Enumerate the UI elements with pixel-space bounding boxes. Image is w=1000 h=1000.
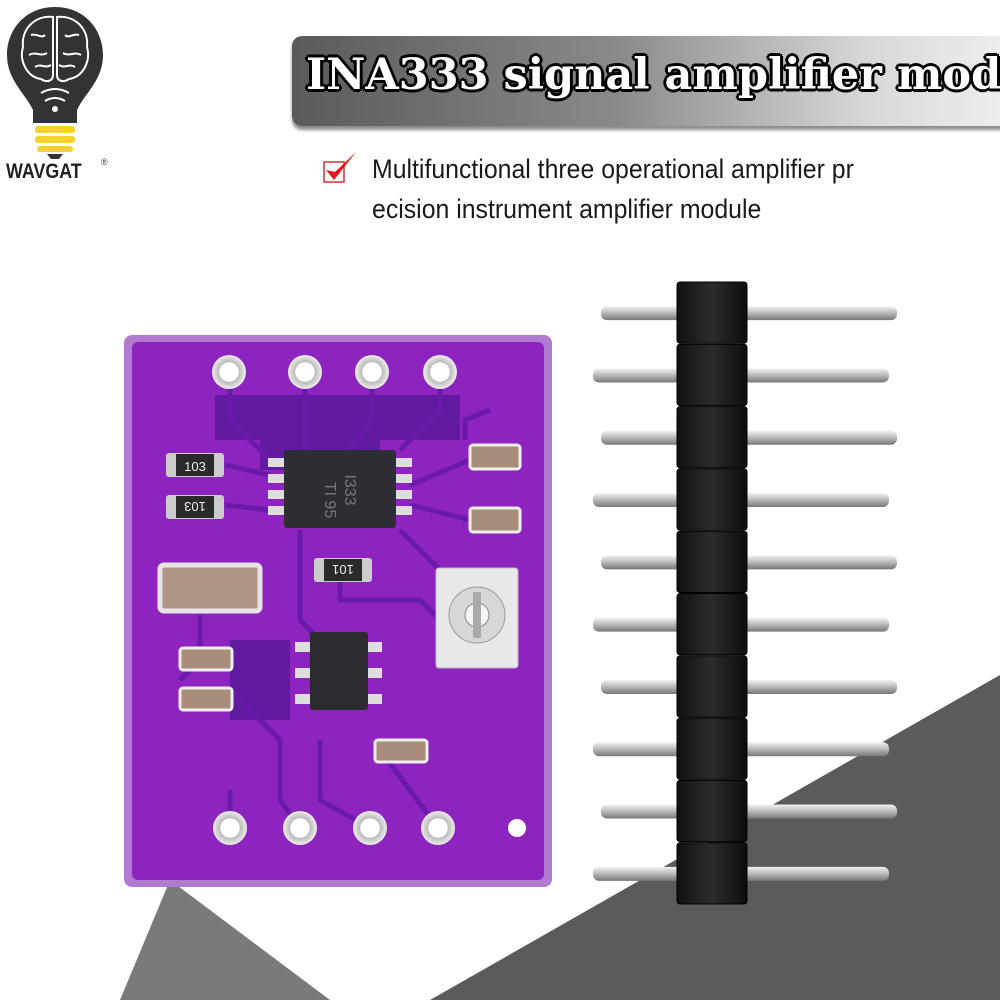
top-pin-holes bbox=[212, 355, 457, 389]
header-pin bbox=[601, 679, 897, 694]
header-plastic-segment bbox=[676, 468, 748, 531]
header-plastic-segment bbox=[676, 842, 748, 905]
resistor-r3: 101 bbox=[314, 558, 372, 582]
trimmer-potentiometer bbox=[435, 567, 519, 669]
ina333-chip: TI 95 I333 bbox=[268, 450, 412, 528]
header-plastic-segment bbox=[676, 343, 748, 407]
pcb-board bbox=[132, 342, 544, 880]
header-plastic-segment bbox=[676, 593, 748, 656]
header-pin bbox=[601, 804, 897, 819]
logo-icon bbox=[7, 7, 103, 159]
header-plastic-segment bbox=[676, 717, 748, 780]
registered-mark: ® bbox=[101, 157, 108, 167]
bottom-pin-holes bbox=[213, 811, 526, 845]
header-plastic-segment bbox=[676, 406, 748, 469]
header-plastic-segment bbox=[676, 281, 748, 344]
header-pin bbox=[601, 555, 897, 570]
page-title: INA333 signal amplifier module bbox=[306, 50, 1000, 100]
chip-marking-2: I333 bbox=[341, 474, 358, 505]
svg-text:103: 103 bbox=[184, 499, 206, 514]
bg-triangle-left bbox=[120, 880, 330, 1000]
header-plastic-segment bbox=[676, 779, 748, 843]
capacitors bbox=[157, 443, 522, 764]
pin-header bbox=[593, 281, 897, 905]
svg-text:103: 103 bbox=[184, 459, 206, 474]
svg-text:101: 101 bbox=[332, 562, 354, 577]
red-checkmark-icon bbox=[323, 152, 356, 183]
brand-name: WAVGAT bbox=[6, 160, 82, 183]
header-pin bbox=[601, 430, 897, 445]
header-plastic-segment bbox=[676, 530, 748, 594]
resistor-r1: 103 bbox=[166, 453, 224, 477]
feature-line-2: ecision instrument amplifier module bbox=[372, 194, 762, 224]
feature-line-1: Multifunctional three operational amplif… bbox=[372, 154, 854, 184]
resistor-r2: 103 bbox=[166, 495, 224, 519]
header-pin bbox=[601, 306, 897, 321]
header-plastic-segment bbox=[676, 655, 748, 718]
regulator-chip bbox=[295, 632, 382, 710]
title-banner bbox=[292, 36, 1000, 126]
chip-marking-1: TI 95 bbox=[321, 482, 338, 519]
